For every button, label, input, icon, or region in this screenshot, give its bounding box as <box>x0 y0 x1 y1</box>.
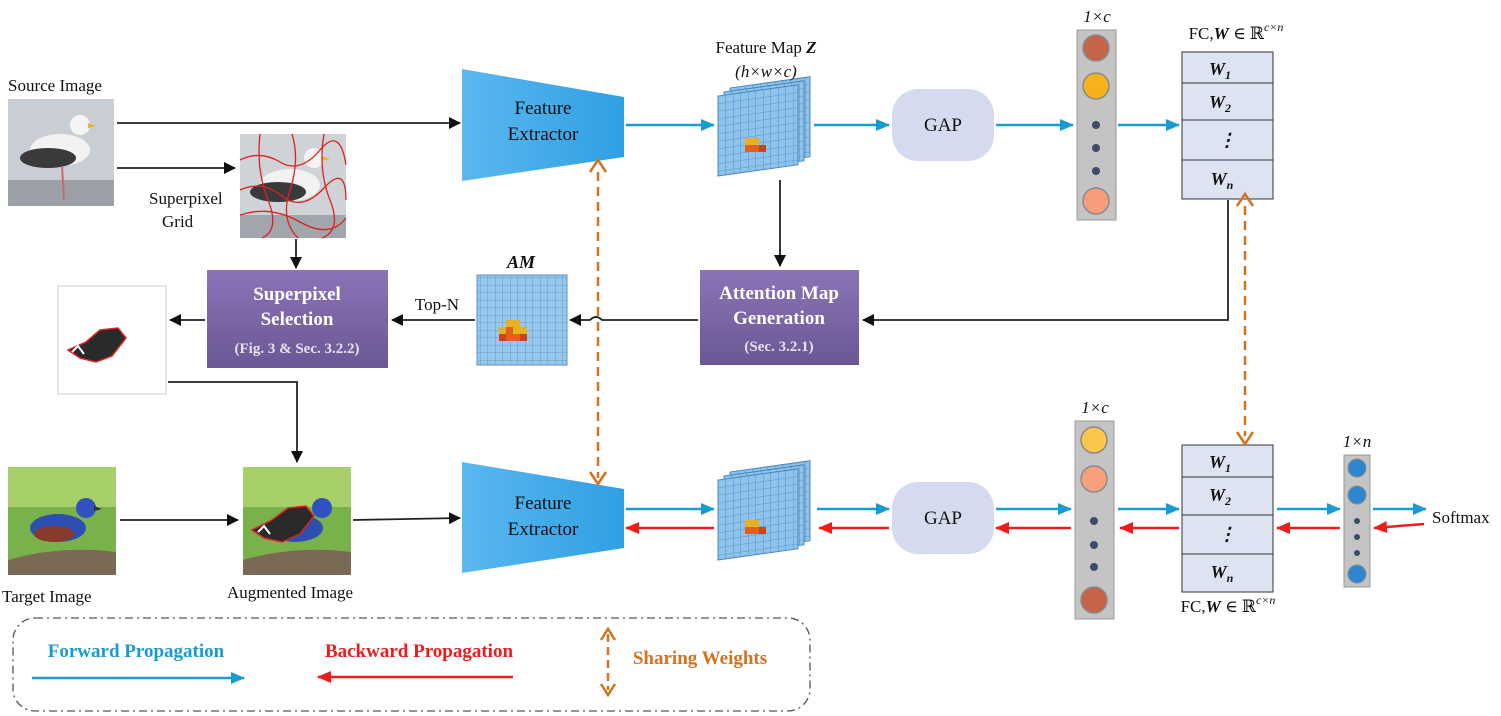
fc-bottom-dots: ⋮ <box>1218 524 1236 544</box>
superpixel-grid-label-line1: Superpixel <box>149 189 223 208</box>
attention-map-generation-line1: Attention Map <box>719 283 839 304</box>
feature-extractor-bottom-line1: Feature <box>515 493 572 514</box>
attention-map-generation-line2: Generation <box>733 308 825 329</box>
source-image <box>8 99 114 206</box>
superpixel-selection-line1: Superpixel <box>253 284 341 305</box>
feature-extractor-top-line1: Feature <box>515 98 572 119</box>
vector-top <box>1076 29 1117 221</box>
fc-top-w2: W2 <box>1209 92 1231 115</box>
gap-top-label: GAP <box>924 115 962 136</box>
feature-extractor-top: Feature Extractor <box>462 69 624 181</box>
feature-extractor-top-line2: Extractor <box>508 124 579 145</box>
vector-bottom-label: 1×c <box>1081 398 1109 417</box>
top-n-label: Top-N <box>415 295 459 314</box>
vector-output-label: 1×n <box>1343 432 1371 451</box>
legend-forward-label: Forward Propagation <box>48 641 225 662</box>
am-label: AM <box>506 252 536 272</box>
fc-top-label: FC,W ∈ ℝc×n <box>1189 20 1284 43</box>
fc-bottom-w1: W1 <box>1209 452 1231 475</box>
fc-weights-bottom: W1 W2 ⋮ Wn <box>1181 444 1274 593</box>
vector-output <box>1343 454 1371 588</box>
vector-top-label: 1×c <box>1083 7 1111 26</box>
fc-top-dots: ⋮ <box>1218 130 1236 150</box>
attention-map-generation-box: Attention Map Generation (Sec. 3.2.1) <box>700 270 859 365</box>
fc-bottom-wn: Wn <box>1211 562 1234 585</box>
gap-bottom-label: GAP <box>924 508 962 529</box>
fc-top-w1: W1 <box>1209 59 1231 82</box>
softmax-label: Softmax <box>1432 508 1490 527</box>
legend-backward-label: Backward Propagation <box>325 641 514 662</box>
source-image-label: Source Image <box>8 76 102 95</box>
legend: Forward Propagation Backward Propagation… <box>12 617 811 712</box>
fc-top-wn: Wn <box>1211 169 1234 192</box>
feature-map-top <box>717 76 811 177</box>
forward-arrows <box>626 119 1427 515</box>
augmented-image-label: Augmented Image <box>227 583 353 602</box>
target-image-label: Target Image <box>2 587 92 606</box>
feature-map-bottom <box>717 460 811 561</box>
selected-superpixels-image <box>57 285 167 395</box>
augmented-image <box>243 467 351 575</box>
superpixel-selection-ref: (Fig. 3 & Sec. 3.2.2) <box>235 341 360 357</box>
legend-sharing-label: Sharing Weights <box>633 648 767 669</box>
superpixel-selection-box: Superpixel Selection (Fig. 3 & Sec. 3.2.… <box>207 270 388 368</box>
legend-sharing-arrow <box>599 626 617 698</box>
superpixel-grid-label-line2: Grid <box>162 212 194 231</box>
gap-bottom: GAP <box>892 482 994 554</box>
superpixel-grid-image <box>239 133 347 239</box>
fc-weights-top: W1 W2 ⋮ Wn <box>1181 51 1274 200</box>
fc-bottom-w2: W2 <box>1209 485 1231 508</box>
gap-top: GAP <box>892 89 994 161</box>
feature-map-dims: (h×w×c) <box>735 62 797 81</box>
fc-bottom-label: FC,W ∈ ℝc×n <box>1181 593 1276 616</box>
vector-bottom <box>1074 420 1115 620</box>
target-image <box>8 467 116 575</box>
superpixel-selection-line2: Selection <box>261 309 334 330</box>
feature-extractor-bottom: Feature Extractor <box>462 462 624 573</box>
backward-arrows <box>625 520 1425 534</box>
black-arrows <box>117 117 1229 526</box>
attention-map-grid <box>476 274 568 366</box>
sharing-weights-arrows <box>588 157 1255 487</box>
feature-extractor-bottom-line2: Extractor <box>508 519 579 540</box>
feature-map-title: Feature Map Z <box>715 38 816 57</box>
attention-map-generation-ref: (Sec. 3.2.1) <box>744 339 813 355</box>
